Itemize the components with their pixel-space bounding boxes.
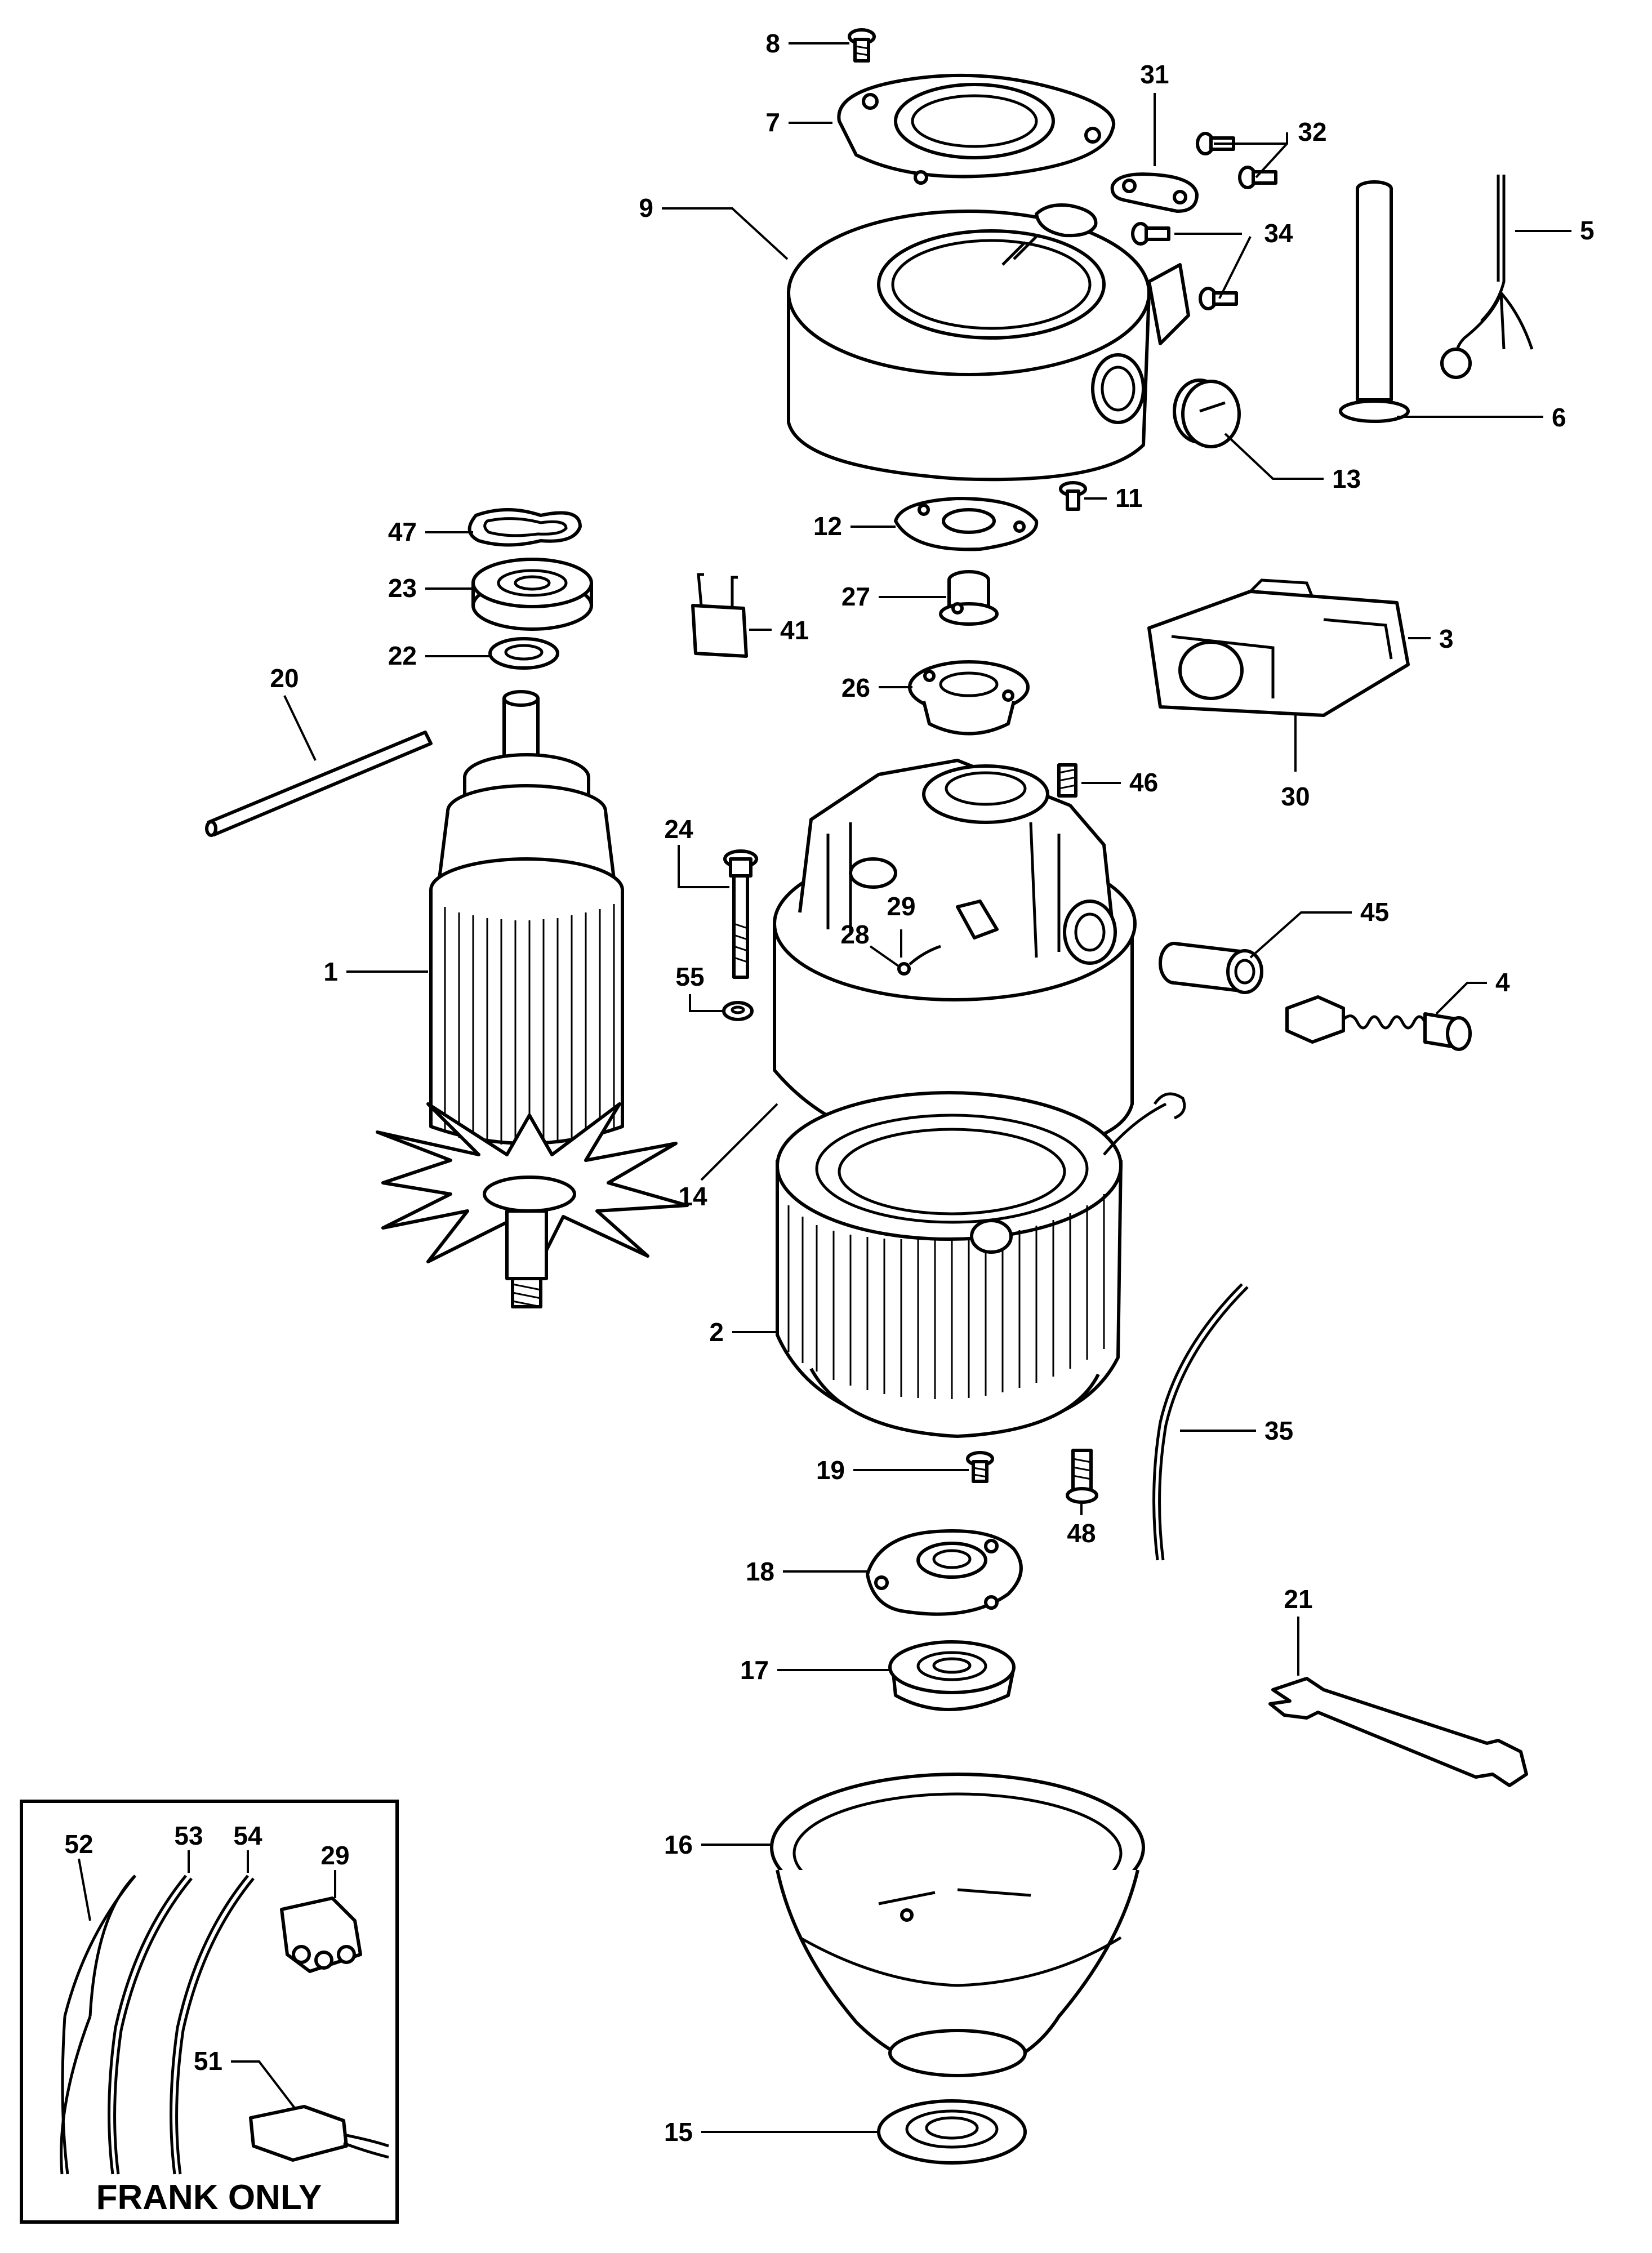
part-1-armature (376, 690, 689, 1308)
callout-35: 35 (1264, 1416, 1293, 1445)
callout-3: 3 (1439, 624, 1454, 653)
callout-55: 55 (675, 962, 704, 991)
callout-28: 28 (840, 920, 869, 949)
callout-5: 5 (1580, 216, 1595, 245)
callout-29: 29 (887, 892, 915, 921)
callout-11: 11 (1115, 483, 1143, 513)
part-3-brush-holder (1147, 578, 1410, 717)
callout-13: 13 (1332, 464, 1361, 493)
callout-51: 51 (194, 2046, 222, 2076)
part-52-wire (60, 1874, 136, 2175)
part-54-wire (170, 1874, 255, 2175)
part-46-set-screw (1057, 763, 1077, 798)
part-53-wire (108, 1874, 193, 2175)
part-34-screws (1131, 222, 1238, 310)
part-19-screw (966, 1451, 994, 1483)
callout-15: 15 (664, 2117, 693, 2147)
part-14-motor-frame (773, 759, 1137, 1156)
part-35-wire (1152, 1283, 1249, 1561)
callout-45: 45 (1360, 897, 1389, 927)
part-2-field-stator (776, 1091, 1186, 1438)
callout-21: 21 (1284, 1584, 1312, 1614)
part-5-cord (1440, 175, 1534, 379)
callout-6: 6 (1552, 403, 1566, 432)
part-7-cover-plate (837, 73, 1116, 185)
part-48-screw (1066, 1449, 1098, 1504)
callout-34: 34 (1264, 219, 1293, 248)
part-9-housing-top (787, 203, 1190, 482)
part-55-washer (722, 1001, 754, 1021)
callout-24: 24 (664, 814, 693, 844)
part-31-clip (1110, 172, 1199, 213)
callout-2: 2 (709, 1317, 724, 1347)
callout-20: 20 (270, 664, 299, 693)
callout-32: 32 (1298, 117, 1326, 146)
part-23-bearing (471, 558, 593, 631)
callout-47: 47 (388, 517, 417, 546)
part-8-screw (848, 28, 876, 63)
callout-46: 46 (1129, 768, 1158, 797)
part-41-suppressor (691, 573, 748, 658)
callout-26: 26 (841, 673, 870, 702)
callout-53: 53 (174, 1821, 203, 1850)
inset-caption: FRANK ONLY (96, 2178, 322, 2217)
callout-14: 14 (678, 1182, 707, 1211)
part-20-rod (205, 731, 433, 837)
callout-7: 7 (765, 108, 780, 137)
part-4-brush (1285, 995, 1472, 1051)
callout-9: 9 (639, 193, 653, 222)
callout-27: 27 (841, 582, 870, 611)
part-32-screws (1196, 132, 1277, 189)
part-17-bearing (888, 1640, 1016, 1711)
callout-48: 48 (1067, 1519, 1096, 1548)
part-47-wave-washer (467, 508, 582, 547)
part-51-connector (249, 2105, 389, 2162)
callout-17: 17 (740, 1655, 769, 1685)
part-21-wrench (1268, 1677, 1528, 1787)
inset-frank-only (20, 1800, 399, 2224)
part-12-bearing-plate (894, 497, 1039, 551)
callout-18: 18 (746, 1557, 774, 1586)
callout-52: 52 (64, 1829, 93, 1859)
part-13-cap (1173, 379, 1241, 448)
callout-8: 8 (765, 29, 780, 58)
callout-31: 31 (1140, 60, 1169, 89)
part-22-washer (488, 637, 559, 670)
part-26-bearing-housing (908, 660, 1030, 736)
leader-lines (78, 42, 1571, 2133)
part-24-long-screw (723, 849, 758, 979)
callout-1: 1 (323, 957, 338, 986)
part-27-bushing (939, 570, 999, 626)
callout-23: 23 (388, 573, 417, 603)
callout-16: 16 (664, 1830, 693, 1859)
part-11-screw (1059, 481, 1087, 511)
callout-4: 4 (1495, 968, 1510, 997)
callout-41: 41 (780, 616, 809, 645)
callout-29-inset: 29 (320, 1841, 349, 1870)
callout-54: 54 (233, 1821, 262, 1850)
callout-19: 19 (816, 1455, 845, 1485)
part-16-bottom-cover (770, 1773, 1145, 2077)
callout-22: 22 (388, 641, 417, 670)
callout-30: 30 (1281, 782, 1310, 811)
part-6-cord-sleeve (1339, 180, 1410, 423)
part-29-terminal-block-inset (280, 1896, 362, 1973)
callout-12: 12 (813, 511, 842, 541)
part-15-seal (877, 2099, 1027, 2165)
part-45-sleeve (1159, 942, 1263, 994)
callout-labels: 8 7 9 31 32 34 5 6 13 11 12 47 23 22 27 … (64, 29, 1594, 2217)
part-18-bearing-plate (866, 1529, 1023, 1616)
